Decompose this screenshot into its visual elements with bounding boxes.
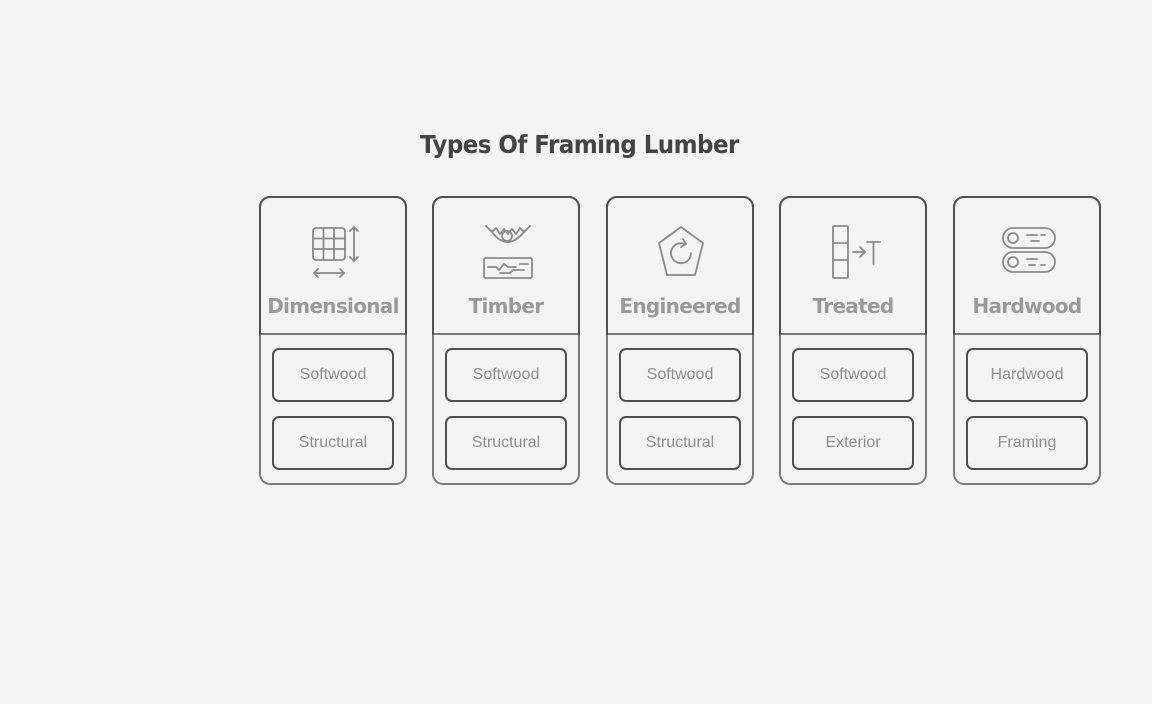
category-label: Treated <box>812 294 895 318</box>
category-label: Hardwood <box>972 294 1082 318</box>
category-label: Timber <box>468 294 545 318</box>
grid-with-dimension-arrows-icon <box>305 222 363 282</box>
subtype-box[interactable]: Hardwood <box>966 348 1088 402</box>
category-header: Hardwood <box>953 196 1101 335</box>
subtype-box[interactable]: Structural <box>619 416 741 470</box>
category-label: Dimensional <box>267 294 399 318</box>
category-card-timber: Timber Softwood Structural <box>432 196 580 485</box>
category-header: Engineered <box>606 196 754 335</box>
subtype-box[interactable]: Softwood <box>272 348 394 402</box>
category-label: Engineered <box>619 294 741 318</box>
pentagon-refresh-icon <box>652 222 710 282</box>
category-card-treated: Treated Softwood Exterior <box>779 196 927 485</box>
saw-blade-on-plank-icon <box>478 222 536 282</box>
category-header: Dimensional <box>259 196 407 335</box>
category-card-engineered: Engineered Softwood Structural <box>606 196 754 485</box>
category-header: Treated <box>779 196 927 335</box>
subtype-box[interactable]: Framing <box>966 416 1088 470</box>
category-card-hardwood: Hardwood Hardwood Framing <box>953 196 1101 485</box>
stacked-block-arrow-icon <box>825 222 883 282</box>
subtype-box[interactable]: Softwood <box>792 348 914 402</box>
subtype-box[interactable]: Structural <box>445 416 567 470</box>
category-card-dimensional: Dimensional Softwood Structural <box>259 196 407 485</box>
subtype-box[interactable]: Structural <box>272 416 394 470</box>
subtype-box[interactable]: Exterior <box>792 416 914 470</box>
category-header: Timber <box>432 196 580 335</box>
log-stack-icon <box>999 222 1057 282</box>
subtype-box[interactable]: Softwood <box>445 348 567 402</box>
diagram-title: Types Of Framing Lumber <box>420 130 739 159</box>
subtype-box[interactable]: Softwood <box>619 348 741 402</box>
